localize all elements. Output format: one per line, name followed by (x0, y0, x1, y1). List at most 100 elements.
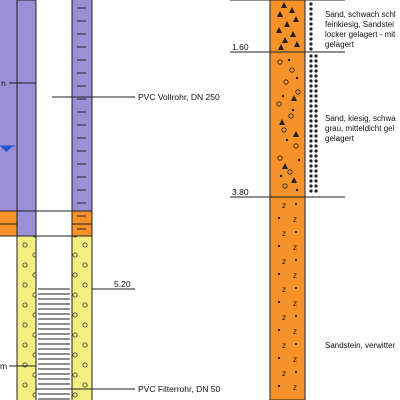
density-dot (309, 32, 313, 36)
density-dot (309, 27, 313, 31)
gravel-triangle (293, 16, 299, 22)
sand-dot (294, 370, 298, 374)
density-dot (309, 54, 313, 58)
depth-label-1: 1.60 (232, 42, 249, 52)
density-dot (314, 134, 318, 138)
gravel-triangle (284, 21, 290, 27)
sandstone-symbol: z (282, 341, 286, 350)
gravel-triangle (282, 37, 288, 43)
sand-dot (277, 300, 281, 304)
gravel-triangle (282, 163, 288, 169)
profile-column (269, 0, 306, 400)
sandstone-symbol: z (282, 285, 286, 294)
sandstone-symbol: z (293, 383, 297, 392)
density-dot (309, 99, 313, 103)
density-dot (314, 119, 318, 123)
density-dot (309, 94, 313, 98)
gravel-triangle (290, 31, 296, 37)
gravel-circle (288, 113, 294, 119)
gravel-pattern-right (72, 236, 92, 400)
density-dot (309, 42, 313, 46)
gravel-circle (281, 127, 287, 133)
density-dot (314, 94, 318, 98)
sand-dot (294, 286, 298, 290)
sand-dot (277, 244, 281, 248)
sand-dot (294, 342, 298, 346)
density-dot (314, 154, 318, 158)
density-dot (309, 184, 313, 188)
density-dot (314, 54, 318, 58)
casing-pipe (16, 0, 37, 237)
density-dot (309, 169, 313, 173)
sand-dot (285, 138, 289, 142)
bentonite-left (0, 0, 17, 211)
density-dot (314, 99, 318, 103)
gravel-triangle (281, 2, 287, 8)
sand-dot (277, 272, 281, 276)
density-dot (309, 114, 313, 118)
sandstone-symbol: z (293, 327, 297, 336)
sand-dot (277, 356, 281, 360)
density-dot (314, 104, 318, 108)
density-dot (309, 174, 313, 178)
layer-2-line-3: gelagert (325, 134, 355, 143)
density-dot (309, 179, 313, 183)
sand-dot (297, 158, 301, 162)
density-dot (314, 109, 318, 113)
sand-dot (277, 328, 281, 332)
density-dot (314, 129, 318, 133)
depth-label-2: 3.80 (232, 187, 249, 197)
density-dot (314, 114, 318, 118)
layer-1-line-3: locker gelagert - mit (325, 30, 396, 39)
gravel-circle (276, 101, 282, 107)
sand-dot (295, 188, 299, 192)
gravel-triangle (293, 131, 299, 137)
layer-2-line-1: Sand, kiesig, schwa (325, 114, 396, 123)
density-dot (309, 7, 313, 11)
layer-description-1: Sand, schwach schl feinkiesig, Sandstei … (325, 10, 396, 49)
density-dot (309, 109, 313, 113)
density-dot (314, 89, 318, 93)
density-dot (309, 139, 313, 143)
gravel-circle (277, 59, 283, 65)
sandstone-symbol: z (282, 201, 286, 210)
layer-3-line-1: Sandstein, verwitter (325, 341, 396, 350)
sandstone-symbol: z (282, 313, 286, 322)
density-dot (309, 59, 313, 63)
sand-dot (294, 258, 298, 262)
gravel-triangle (278, 44, 284, 50)
sandstone-symbol: z (282, 257, 286, 266)
density-dot (309, 22, 313, 26)
fragment-label: n (1, 78, 6, 88)
density-dot (309, 17, 313, 21)
density-dot-column (309, 2, 318, 193)
gravel-circle (293, 143, 299, 149)
sand-dot (294, 314, 298, 318)
sandstone-symbol: z (293, 271, 297, 280)
density-dot (309, 69, 313, 73)
density-dot (309, 124, 313, 128)
density-dot (309, 159, 313, 163)
density-dot (314, 179, 318, 183)
density-dot (309, 134, 313, 138)
gravel-circle (287, 169, 293, 175)
gravel-triangle (276, 27, 282, 33)
density-dot (314, 189, 318, 193)
gravel-triangle (291, 95, 297, 101)
gravel-circle (282, 183, 288, 189)
density-dot (309, 79, 313, 83)
sandstone-symbol: z (293, 299, 297, 308)
gravel-triangle (279, 119, 285, 125)
fragment-label-lower: m (0, 361, 7, 371)
filter-slots (38, 288, 70, 400)
groundwater-triangle-icon (0, 146, 13, 152)
gravel-pattern-left (17, 236, 36, 400)
filter-depth-label: 5.20 (114, 279, 131, 289)
density-dot (314, 164, 318, 168)
sand-dot (277, 216, 281, 220)
sand-dot (281, 94, 285, 98)
layer-1-line-4: gelagert (325, 40, 355, 49)
layer-1-line-2: feinkiesig, Sandstei (325, 20, 394, 29)
